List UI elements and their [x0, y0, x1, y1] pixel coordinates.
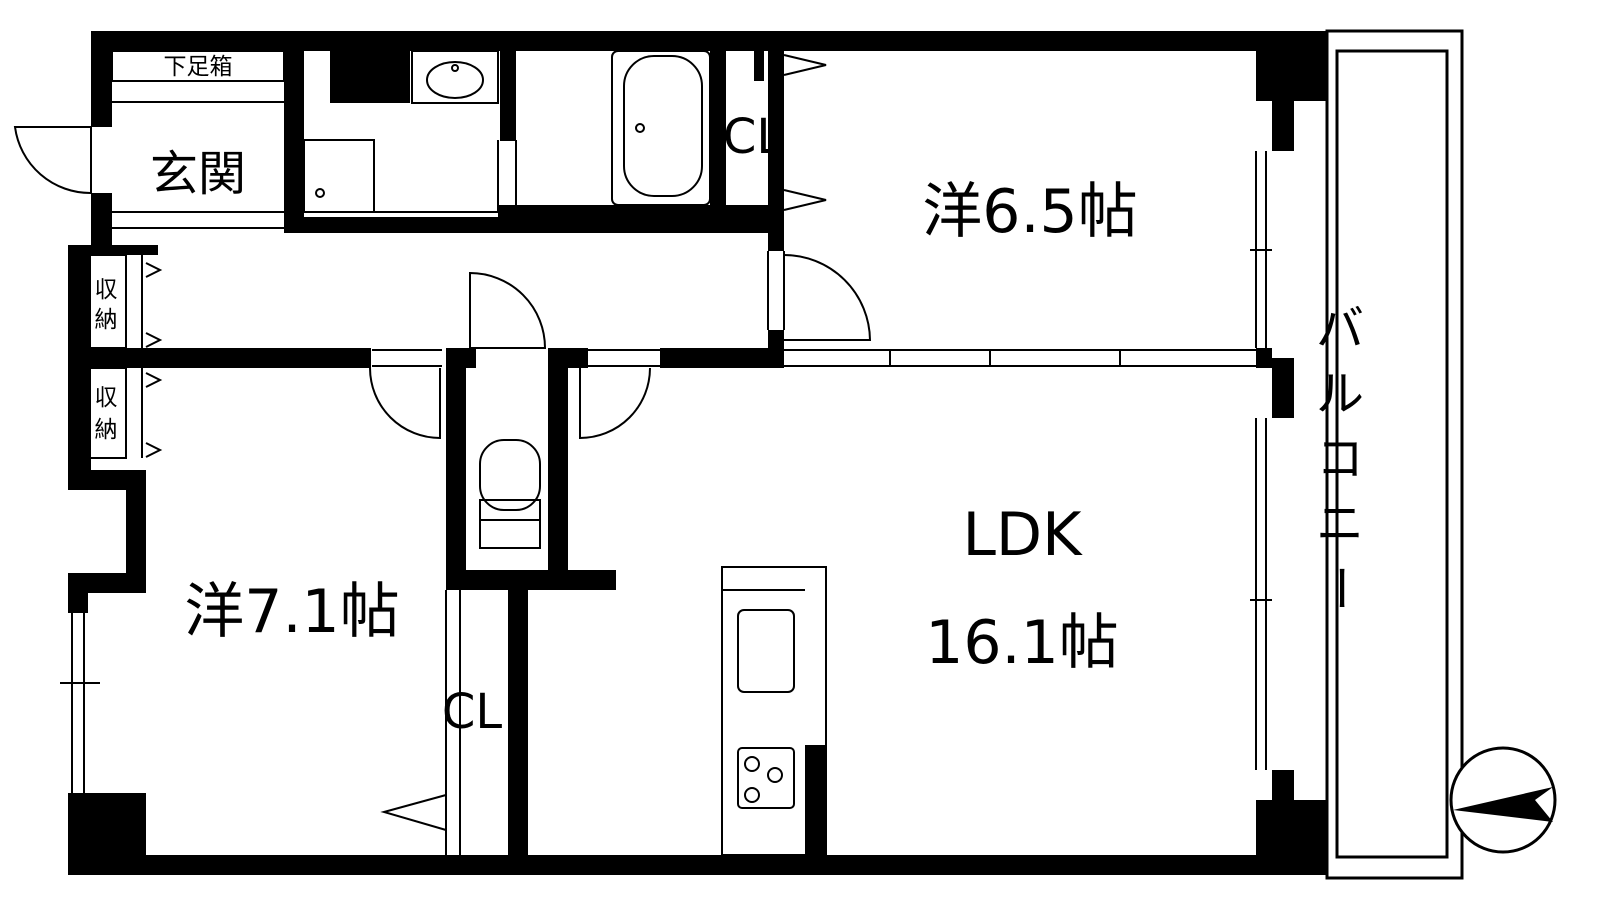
- storage-upper-label-1: 収: [95, 277, 118, 303]
- ldk-label: LDK: [963, 500, 1084, 570]
- closet-b-label: CL: [442, 684, 503, 740]
- interior-walls: [91, 51, 1272, 855]
- genkan-label: 玄関: [150, 146, 246, 202]
- closet-a-label: CL: [723, 109, 784, 165]
- storage-lower-label-2: 納: [95, 417, 118, 443]
- balcony-char-2: ル: [1316, 366, 1364, 422]
- balcony: [1325, 29, 1464, 880]
- balcony-char-1: バ: [1316, 301, 1364, 357]
- outer-walls: [68, 31, 1327, 875]
- ldk-size-label: 16.1帖: [925, 608, 1119, 678]
- balcony-char-5: ー: [1312, 564, 1368, 612]
- balcony-char-3: コ: [1316, 431, 1364, 487]
- fixtures: [13, 50, 1272, 856]
- shoe-box-label: 下足箱: [164, 54, 233, 80]
- western-room-a-label: 洋6.5帖: [922, 177, 1137, 247]
- storage-upper-label-2: 納: [95, 307, 118, 333]
- north-arrow-icon: [1449, 746, 1557, 854]
- balcony-char-4: ニ: [1316, 496, 1364, 552]
- storage-lower-label-1: 収: [95, 385, 118, 411]
- western-room-b-label: 洋7.1帖: [184, 577, 399, 647]
